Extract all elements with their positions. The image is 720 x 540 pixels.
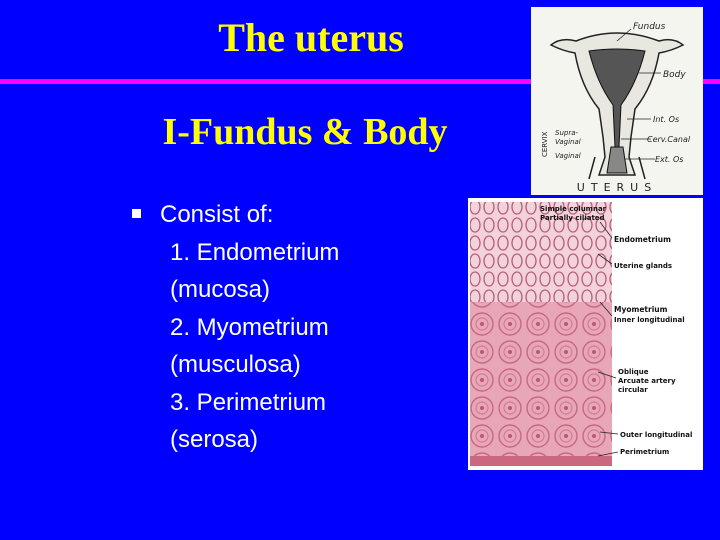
title-divider [0, 79, 720, 84]
vaginal-wall-left [588, 156, 596, 180]
label-oblique: Oblique [618, 368, 649, 376]
label-inner-longitudinal: Inner longitudinal [614, 316, 685, 324]
label-circular: circular [618, 386, 648, 394]
uterus-diagram-svg: Fundus Body Int. Os Cerv.Canal Ext. Os S… [541, 22, 691, 194]
list-item: (serosa) [170, 426, 259, 453]
list-item: (mucosa) [170, 276, 271, 303]
list-item: 3. Perimetrium [170, 388, 327, 416]
histology-micrograph: Simple columnar Partially ciliated Endom… [468, 198, 703, 470]
uterus-diagram: Fundus Body Int. Os Cerv.Canal Ext. Os S… [531, 7, 703, 195]
label-myometrium: Myometrium [614, 305, 668, 314]
slide-subtitle: I-Fundus & Body [162, 111, 448, 153]
uterus-caption: UTERUS [577, 181, 657, 194]
square-bullet-icon [132, 209, 141, 218]
label-supra: Supra- [555, 129, 578, 137]
list-item: (musculosa) [170, 351, 301, 378]
perimetrium-leader [597, 451, 619, 457]
label-endometrium: Endometrium [614, 235, 671, 244]
label-cervix: CERVIX [541, 131, 549, 157]
label-fundus: Fundus [633, 22, 666, 32]
label-cerv-canal: Cerv.Canal [647, 135, 691, 144]
slide-title: The uterus [218, 15, 404, 60]
label-partially-ciliated: Partially ciliated [540, 214, 605, 222]
label-body: Body [663, 70, 686, 80]
oblique-leader [597, 371, 617, 379]
label-simple-columnar: Simple columnar [540, 205, 607, 213]
bullet-heading: Consist of: [160, 201, 274, 228]
fundus-leader [616, 28, 632, 42]
cervix-shape [606, 146, 628, 174]
label-uterine-glands: Uterine glands [614, 262, 672, 270]
myometrium-leader [599, 301, 613, 317]
list-item: 2. Myometrium [170, 313, 329, 341]
endometrium-tissue [470, 202, 612, 302]
perimetrium-tissue [470, 456, 612, 466]
uterine-cavity [588, 48, 646, 148]
myometrium-tissue [470, 302, 612, 466]
label-arcuate-artery: Arcuate artery [618, 377, 676, 385]
label-int-os: Int. Os [653, 115, 679, 124]
histology-svg: Simple columnar Partially ciliated Endom… [470, 202, 692, 466]
endometrium-leader [599, 221, 613, 239]
label-outer-longitudinal: Outer longitudinal [620, 431, 692, 439]
list-item: 1. Endometrium [170, 238, 340, 266]
glands-leader [597, 253, 613, 265]
bullet-list: Consist of: 1. Endometrium (mucosa) 2. M… [132, 196, 339, 459]
outer-long-leader [599, 431, 619, 435]
layer-list: 1. Endometrium (mucosa) 2. Myometrium (m… [170, 234, 339, 459]
vaginal-wall-right [638, 156, 646, 180]
label-supra-vaginal: Vaginal [555, 138, 581, 146]
label-perimetrium: Perimetrium [620, 448, 669, 456]
label-ext-os: Ext. Os [655, 155, 683, 164]
label-vaginal: Vaginal [555, 152, 581, 160]
